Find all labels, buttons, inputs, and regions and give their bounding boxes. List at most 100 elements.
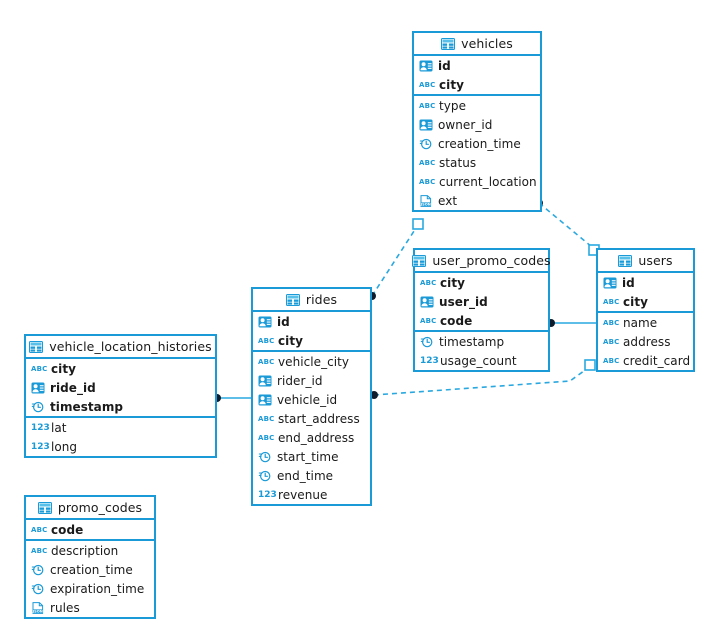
column-row-end_time[interactable]: end_time [253,466,370,485]
abc-icon: ABC [258,414,275,423]
column-row-ride_id[interactable]: ride_id [26,378,215,397]
table-header-rides[interactable]: rides [253,289,370,312]
column-name: start_time [277,449,339,464]
column-name: owner_id [438,117,493,132]
table-header-vehicle_location_histories[interactable]: vehicle_location_histories [26,336,215,359]
id-card-icon [603,277,617,289]
table-header-user_promo_codes[interactable]: user_promo_codes [412,250,551,273]
column-row-start_time[interactable]: start_time [253,447,370,466]
column-row-user_id[interactable]: user_id [415,292,548,311]
clock-icon [258,451,272,463]
column-row-id[interactable]: id [598,273,693,292]
column-row-expiration_time[interactable]: expiration_time [26,579,154,598]
column-row-creation_time[interactable]: creation_time [414,134,540,153]
table-title: rides [305,292,338,307]
table-icon [285,293,300,306]
abc-icon: ABC [603,297,620,306]
column-row-rider_id[interactable]: rider_id [253,371,370,390]
table-icon [37,501,52,514]
123-icon: 123 [258,489,277,500]
table-title: vehicles [461,36,513,51]
table-header-promo_codes[interactable]: promo_codes [26,497,154,520]
column-row-timestamp[interactable]: timestamp [26,397,215,416]
column-name: code [440,313,473,328]
column-name: timestamp [50,399,124,414]
clock-icon [31,401,45,413]
relationship-line [538,202,593,248]
relationship-vehicles-users[interactable] [535,199,600,256]
column-name: description [51,543,119,558]
column-name: code [51,522,84,537]
abc-icon: ABC [420,316,437,325]
table-icon [618,254,633,267]
relationship-vlh-rides[interactable] [213,394,251,402]
column-name: address [623,334,671,349]
column-name: id [277,314,290,329]
json-icon: JSON [419,194,433,207]
column-row-timestamp[interactable]: timestamp [415,332,548,351]
column-name: usage_count [440,353,517,368]
table-header-users[interactable]: users [598,250,693,273]
column-name: timestamp [439,334,505,349]
abc-icon: ABC [603,337,620,346]
json-icon: JSON [31,601,45,614]
id-card-icon [419,119,433,131]
abc-icon: ABC [31,525,48,534]
table-icon [412,254,427,267]
column-row-vehicle_id[interactable]: vehicle_id [253,390,370,409]
id-card-icon [419,60,433,72]
column-name: city [623,294,648,309]
column-row-id[interactable]: id [414,56,540,75]
clock-icon [420,336,434,348]
column-name: credit_card [623,353,691,368]
column-name: creation_time [438,136,521,151]
column-name: city [439,77,464,92]
relationship-upc-users[interactable] [547,319,596,327]
relationship-line [373,367,589,396]
abc-icon: ABC [419,158,436,167]
column-row-owner_id[interactable]: owner_id [414,115,540,134]
column-name: rider_id [277,373,323,388]
column-row-creation_time[interactable]: creation_time [26,560,154,579]
column-name: revenue [278,487,328,502]
column-row-id[interactable]: id [253,312,370,331]
abc-icon: ABC [258,357,275,366]
abc-icon: ABC [603,356,620,365]
table-header-vehicles[interactable]: vehicles [414,33,540,56]
column-name: type [439,98,467,113]
